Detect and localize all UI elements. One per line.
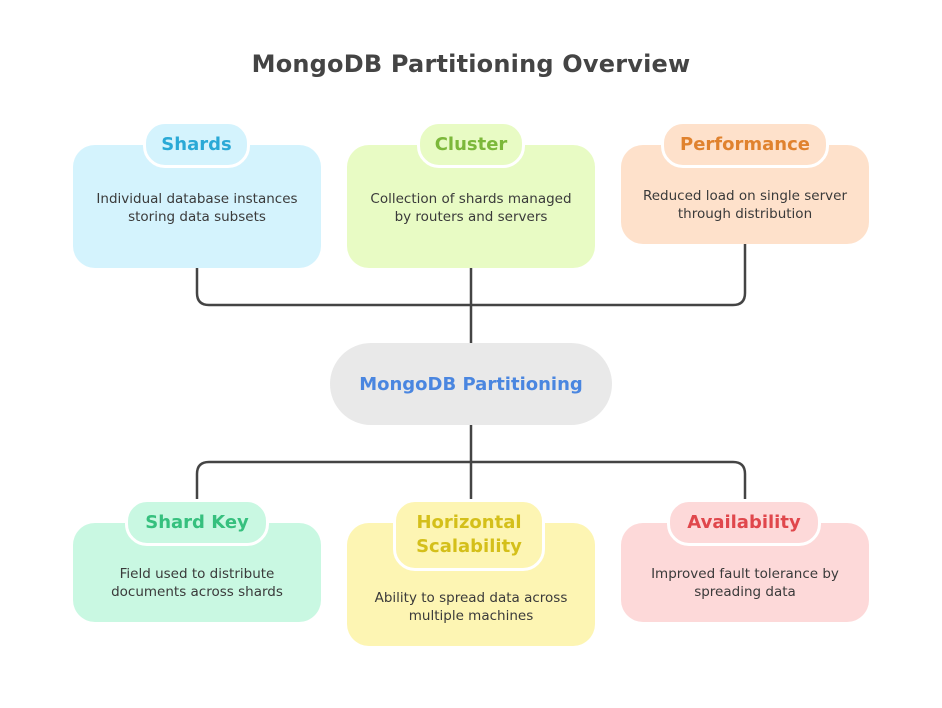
node-label-shard-key: Shard Key [125, 499, 269, 546]
node-description: Field used to distribute documents acros… [111, 566, 283, 600]
node-performance[interactable]: Reduced load on single server through di… [621, 145, 869, 244]
node-label-shards: Shards [143, 121, 250, 168]
node-description: Reduced load on single server through di… [642, 188, 848, 222]
node-label-performance: Performance [661, 121, 829, 168]
node-description: Individual database instances storing da… [96, 191, 298, 225]
node-label-availability: Availability [667, 499, 821, 546]
node-description: Improved fault tolerance by spreading da… [651, 566, 839, 600]
node-description: Collection of shards managed by routers … [370, 191, 572, 225]
diagram-title: MongoDB Partitioning Overview [251, 50, 691, 78]
central-node[interactable]: MongoDB Partitioning [330, 343, 612, 425]
node-shards[interactable]: Individual database instances storing da… [73, 145, 321, 268]
node-label-cluster: Cluster [417, 121, 525, 168]
node-label-horizontal-scalability: Horizontal Scalability [393, 499, 545, 571]
node-description: Ability to spread data across multiple m… [374, 590, 568, 624]
connector-bottom [195, 460, 747, 499]
